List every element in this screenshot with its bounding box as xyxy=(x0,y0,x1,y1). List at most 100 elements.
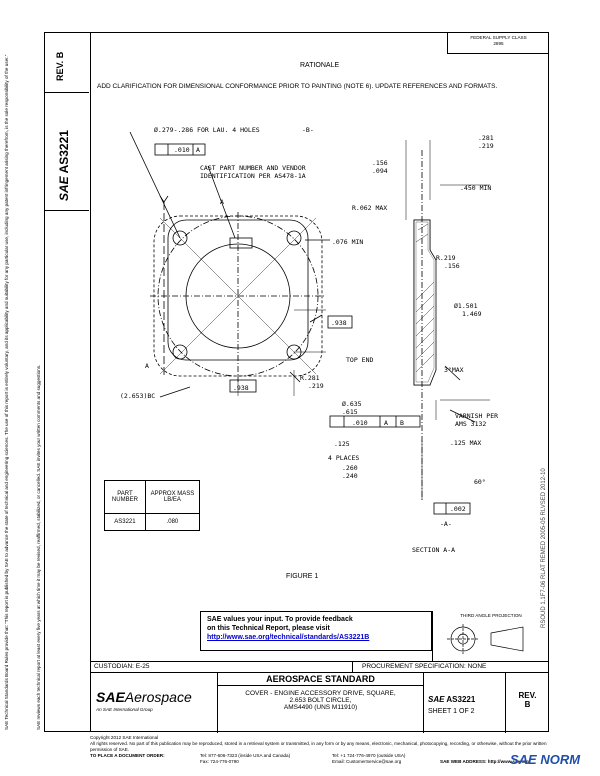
engineering-drawing: Ø.279-.286 FOR LAU. 4 HOLES -B- .010 A C… xyxy=(120,126,498,580)
brand-cell: SAEAerospace An SAE International Group xyxy=(90,673,218,733)
custodian: CUSTODIAN: E-25 xyxy=(94,663,150,670)
desc-line3: AMS4490 (UNS M11910) xyxy=(283,704,358,711)
rationale-text: ADD CLARIFICATION FOR DIMENSIONAL CONFOR… xyxy=(97,83,498,90)
dim-240: .240 xyxy=(342,472,358,480)
dim-r156: .156 xyxy=(444,262,460,270)
footer-fax: Fax: 724-776-0790 xyxy=(200,759,239,764)
varnish-1: VARNISH PER xyxy=(455,412,498,420)
docnum-cell: SAE AS3221 SHEET 1 OF 2 xyxy=(424,673,506,733)
dim-r062: R.062 MAX xyxy=(352,204,387,212)
dim-615: .615 xyxy=(342,408,358,416)
dim-125max: .125 MAX xyxy=(450,439,481,447)
section-label: SECTION A-A xyxy=(412,546,455,554)
dim-125: .125 xyxy=(334,440,350,448)
footer-copyright: Copyright 2012 SAE International xyxy=(90,735,159,740)
footer-email: Email: CustomerService@sae.org xyxy=(332,759,402,764)
dim-260: .260 xyxy=(342,464,358,472)
footer: Copyright 2012 SAE International All rig… xyxy=(90,735,550,767)
footer-rights: All rights reserved. No part of this pub… xyxy=(90,741,547,752)
hole-datum: -B- xyxy=(302,126,314,134)
varnish-2: AMS 3132 xyxy=(455,420,486,428)
rev-cell: REV. B xyxy=(506,673,549,733)
left-column: REV. B SAE AS3221 xyxy=(44,32,90,732)
desc-line2: 2.653 BOLT CIRCLE, xyxy=(289,697,352,704)
title-block-top-row: CUSTODIAN: E-25 PROCUREMENT SPECIFICATIO… xyxy=(90,662,549,673)
disclaimer-1: SAE Technical Standards Board Rules prov… xyxy=(4,54,9,730)
desc-line1: COVER - ENGINE ACCESSORY DRIVE, SQUARE, xyxy=(245,690,396,697)
dim-60: 60° xyxy=(474,478,486,486)
dim-450: .450 MIN xyxy=(460,184,491,192)
footer-order-label: TO PLACE A DOCUMENT ORDER: xyxy=(90,753,165,758)
feedback-link[interactable]: http://www.sae.org/technical/standards/A… xyxy=(207,634,370,641)
cast-note-1: CAST PART NUMBER AND VENDOR xyxy=(200,164,306,172)
release-stamp-line2: 2895 xyxy=(493,41,504,46)
left-rev-cell: REV. B xyxy=(45,33,89,93)
bolt-hole-tr xyxy=(286,230,302,246)
feedback-line2: on this Technical Report, please visit xyxy=(207,625,330,632)
title-doc-number: SAE AS3221 xyxy=(428,695,476,704)
bolt-hole-tl xyxy=(172,230,188,246)
dim-3x: 3°MAX xyxy=(444,366,464,374)
title-block: CUSTODIAN: E-25 PROCUREMENT SPECIFICATIO… xyxy=(90,661,549,733)
fcf2-tol: .010 xyxy=(352,419,368,427)
left-docnum-cell: SAE AS3221 xyxy=(45,93,89,211)
projection-label: THIRD ANGLE PROJECTION xyxy=(460,613,522,618)
feedback-line1: SAE values your input. To provide feedba… xyxy=(207,616,353,623)
footer-web: SAE WEB ADDRESS: http://www.sae.org xyxy=(440,759,529,764)
dim-r281: R.281 xyxy=(300,374,320,382)
disclaimer-2: SAE reviews each technical report at lea… xyxy=(36,364,41,730)
projection-box: THIRD ANGLE PROJECTION xyxy=(432,611,549,661)
release-stamp-line1: FEDERAL SUPPLY CLASS xyxy=(470,35,527,40)
dim-2653: (2.653)BC xyxy=(120,392,155,400)
dim-635: Ø.635 xyxy=(342,400,362,408)
fcf2-ref1: A xyxy=(384,419,388,427)
main-frame xyxy=(90,32,549,732)
third-angle-projection-icon xyxy=(447,624,524,654)
hole-callout: Ø.279-.286 FOR LAU. 4 HOLES xyxy=(154,126,260,134)
dim-094: .094 xyxy=(372,167,388,175)
mass-table-cell-mass: .080 xyxy=(144,513,201,531)
footer-tel-2: Tel: +1 724-776-4970 (outside USA) xyxy=(332,753,406,758)
mass-table-header-part: PART NUMBER xyxy=(104,480,146,514)
dim-281a: .281 xyxy=(478,134,494,142)
dim-156: .156 xyxy=(372,159,388,167)
dim-076: .076 MIN xyxy=(332,238,363,246)
top-end: TOP END xyxy=(346,356,373,364)
procurement-spec: PROCUREMENT SPECIFICATION: NONE xyxy=(362,663,487,670)
dim-1501: Ø1.501 xyxy=(454,302,478,310)
section-mark-bottom: A xyxy=(145,362,149,370)
fcf2-ref2: B xyxy=(400,419,404,427)
mass-table-header-mass: APPROX MASS LB/EA xyxy=(144,480,201,514)
fcf1-ref: A xyxy=(196,146,200,154)
sae-aerospace-logo: SAEAerospace xyxy=(96,689,192,705)
fcf1-tol: .010 xyxy=(174,146,190,154)
fcf3-ref: -A- xyxy=(440,520,452,528)
fcf3-tol: .002 xyxy=(450,505,466,513)
release-stamp: FEDERAL SUPPLY CLASS 2895 xyxy=(447,32,549,54)
left-rev-label: REV. B xyxy=(55,51,65,81)
standard-title: AEROSPACE STANDARD xyxy=(218,673,423,686)
figure-label: FIGURE 1 xyxy=(286,573,318,580)
title-rev-value: B xyxy=(524,700,531,709)
dim-938-h: .938 xyxy=(233,384,249,392)
sae-norm-watermark: SAE NORM xyxy=(510,752,581,767)
dim-r219b: .219 xyxy=(308,382,324,390)
desc-cell: AEROSPACE STANDARD COVER - ENGINE ACCESS… xyxy=(218,673,424,733)
cast-note-2: IDENTIFICATION PER AS478-1A xyxy=(200,172,306,180)
sheet-number: SHEET 1 OF 2 xyxy=(428,708,475,715)
rationale-title: RATIONALE xyxy=(300,62,340,69)
footer-tel-1: Tel: 877-606-7323 (inside USA and Canada… xyxy=(200,753,291,758)
dim-r219: R.219 xyxy=(436,254,456,262)
four-places: 4 PLACES xyxy=(328,454,359,462)
mass-table-cell-part: AS3221 xyxy=(104,513,146,531)
feedback-box: SAE values your input. To provide feedba… xyxy=(200,611,432,651)
dim-219a: .219 xyxy=(478,142,494,150)
bolt-hole-bl xyxy=(172,344,188,360)
dim-938-v: .938 xyxy=(331,319,347,327)
brand-tag: An SAE International Group xyxy=(96,707,153,712)
title-rev-label: REV. xyxy=(518,691,537,700)
left-doc-number: SAE AS3221 xyxy=(57,130,71,201)
side-revision-stamp: RSOUD 1.1F7-06 RLAT REMED 2005-05 RLVSED… xyxy=(541,468,547,628)
dim-1469: 1.469 xyxy=(462,310,482,318)
section-mark-top: A xyxy=(220,198,224,206)
